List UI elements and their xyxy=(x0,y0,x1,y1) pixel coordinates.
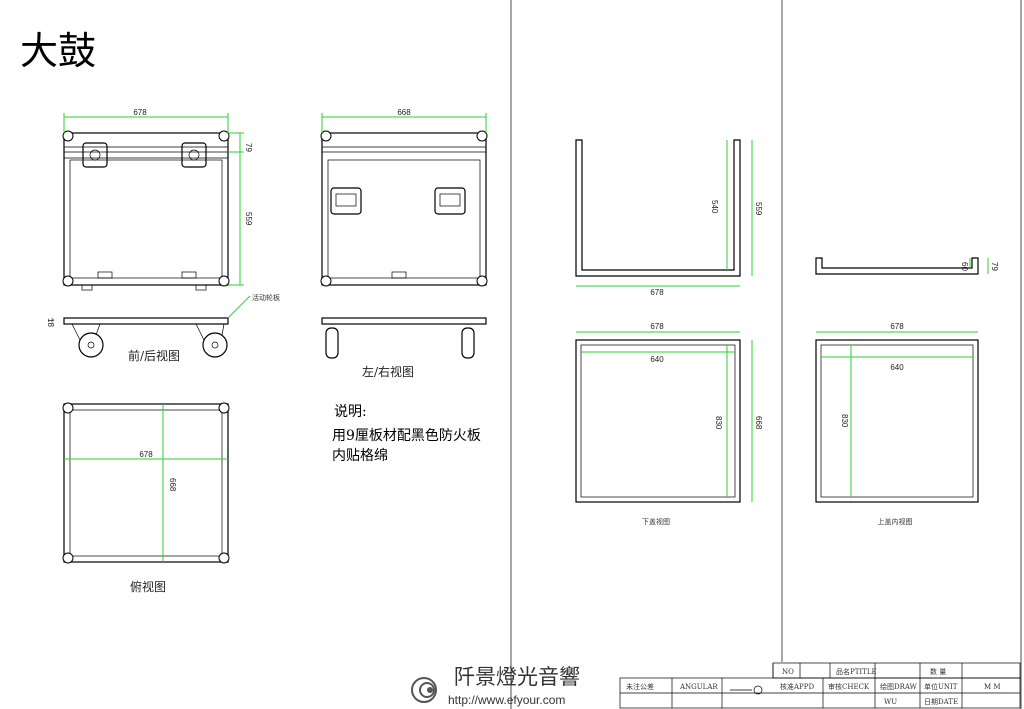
front-view: 678 79 559 18 活动轮板 前/后视图 xyxy=(46,108,280,363)
dimension-label: 79 xyxy=(244,143,253,152)
dimension-label: 668 xyxy=(168,478,177,492)
dimension-label: 79 xyxy=(990,262,999,271)
top-view: 678 668 俯视图 xyxy=(62,402,230,594)
title-block-cell: M M xyxy=(984,683,1001,691)
title-block-cell: ANGULAR xyxy=(679,683,718,691)
title-block-cell: 绘图DRAW xyxy=(880,682,918,691)
dimension-label: 18 xyxy=(46,318,55,327)
dimension-label: 668 xyxy=(754,416,763,430)
notes-heading: 说明: xyxy=(334,404,367,420)
bottom-plan-view: 678 640 830 668 下盖视图 xyxy=(575,322,763,526)
dimension-label: 678 xyxy=(650,322,664,331)
title-block-cell: 单位UNIT xyxy=(924,682,958,691)
lid-section-view: 60 79 xyxy=(815,257,999,275)
lid-plan-view: 678 640 830 上盖内视图 xyxy=(815,322,979,526)
dimension-label: 640 xyxy=(650,355,664,364)
callout-label: 活动轮板 xyxy=(252,293,280,302)
dimension-label: 830 xyxy=(840,414,849,428)
bottom-section-view: 540 559 678 xyxy=(575,139,763,297)
notes: 说明: 用9厘板材配黑色防火板 内贴格绵 xyxy=(332,404,481,464)
dimension-label: 559 xyxy=(244,212,253,226)
title-block-cell: 品名PTITLE xyxy=(836,667,877,676)
title-block-cell: 核准APPD xyxy=(780,682,814,691)
dimension-label: 559 xyxy=(754,202,763,216)
dimension-label: 540 xyxy=(710,200,719,214)
dimension-label: 668 xyxy=(397,108,411,117)
company-logo: 阡景燈光音響 http://www.efyour.com xyxy=(411,665,580,707)
dimension-label: 60 xyxy=(960,262,969,271)
view-label: 俯视图 xyxy=(130,579,166,594)
title-block-cell: WU xyxy=(884,698,897,706)
view-label: 左/右视图 xyxy=(362,364,414,379)
dimension-label: 678 xyxy=(890,322,904,331)
drawing-title: 大鼓 xyxy=(20,29,96,73)
title-block-cell: 审核CHECK xyxy=(828,682,870,691)
side-view: 668 左/右视图 xyxy=(320,108,488,379)
logo-url: http://www.efyour.com xyxy=(448,693,565,707)
title-block-cell: 未注公差 xyxy=(626,682,654,691)
dimension-label: 640 xyxy=(890,363,904,372)
projection-symbol-icon xyxy=(730,685,763,695)
view-label: 下盖视图 xyxy=(642,517,670,526)
logo-name: 阡景燈光音響 xyxy=(454,665,580,689)
title-block-cell: 数 量 xyxy=(930,667,946,676)
notes-line: 内贴格绵 xyxy=(332,447,388,464)
dimension-label: 678 xyxy=(650,288,664,297)
dimension-label: 830 xyxy=(714,416,723,430)
view-label: 上盖内视图 xyxy=(878,517,913,526)
dimension-label: 678 xyxy=(133,108,147,117)
view-label: 前/后视图 xyxy=(128,348,180,363)
dimension-label: 678 xyxy=(139,450,153,459)
notes-line: 用9厘板材配黑色防火板 xyxy=(332,427,481,444)
title-block-cell: 日期DATE xyxy=(924,698,958,706)
title-block-cell: NO xyxy=(782,668,794,676)
title-block: NO 品名PTITLE 数 量 未注公差 ANGULAR 核准APPD 审核CH… xyxy=(619,662,1021,709)
